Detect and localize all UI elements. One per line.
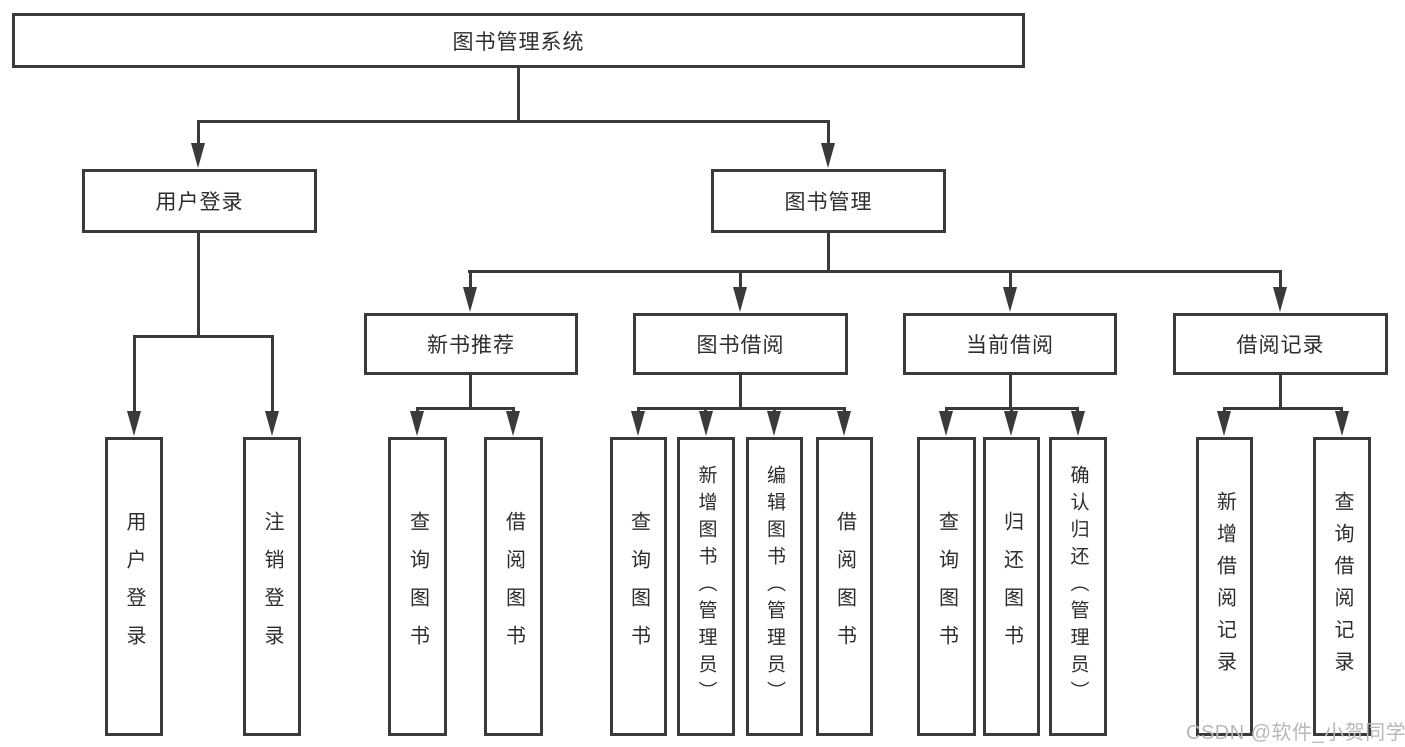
csdn-watermark: CSDN @软件_小贺同学	[1186, 722, 1405, 744]
arrowhead-icon	[821, 143, 835, 168]
connector-level2-rail	[197, 120, 830, 123]
leaf-return-book: 归还图书	[983, 437, 1040, 736]
node-book-management-label: 图书管理	[784, 191, 873, 214]
arrowhead-icon	[191, 143, 205, 168]
arrowhead-icon	[699, 411, 713, 436]
leaf-edit-book-admin: 编辑图书（管理员）	[746, 437, 803, 736]
leaf-edit-book-admin-label: 编辑图书（管理员）	[764, 465, 785, 708]
leaf-add-borrow-record: 新增借阅记录	[1196, 437, 1253, 736]
leaf-rec-borrow-book-label: 借阅图书	[502, 510, 525, 663]
connector-stem	[1009, 373, 1012, 409]
arrowhead-icon	[733, 287, 747, 312]
connector-user-login-drop	[197, 120, 200, 150]
connector-drop	[469, 270, 472, 290]
arrowhead-icon	[265, 411, 279, 436]
connector-stem	[1279, 373, 1282, 409]
arrowhead-icon	[1335, 411, 1349, 436]
leaf-rec-query-book: 查询图书	[388, 437, 447, 736]
arrowhead-icon	[1071, 411, 1085, 436]
connector-drop	[739, 270, 742, 290]
leaf-rec-borrow-book: 借阅图书	[484, 437, 543, 736]
leaf-current-query-book-label: 查询图书	[935, 510, 958, 663]
arrowhead-icon	[939, 411, 953, 436]
arrowhead-icon	[1004, 411, 1018, 436]
arrowhead-icon	[506, 411, 520, 436]
leaf-query-borrow-record: 查询借阅记录	[1313, 437, 1371, 736]
leaf-query-borrow-record-label: 查询借阅记录	[1331, 490, 1353, 683]
connector-book-mgmt-stem	[827, 231, 830, 273]
node-book-borrow: 图书借阅	[633, 313, 848, 375]
arrowhead-icon	[463, 287, 477, 312]
node-library-system-label: 图书管理系统	[452, 30, 585, 54]
leaf-add-borrow-record-label: 新增借阅记录	[1213, 490, 1236, 683]
leaf-borrow-book: 借阅图书	[816, 437, 873, 736]
leaf-user-login: 用户登录	[105, 437, 163, 736]
arrowhead-icon	[410, 411, 424, 436]
leaf-logout: 注销登录	[243, 437, 301, 736]
leaf-add-book-admin-label: 新增图书（管理员）	[695, 465, 717, 708]
node-new-book-recommend-label: 新书推荐	[427, 334, 515, 357]
connector-drop	[1279, 270, 1282, 290]
connector-drop	[271, 335, 274, 415]
node-current-borrow: 当前借阅	[903, 313, 1117, 375]
node-book-borrow-label: 图书借阅	[696, 334, 785, 357]
arrowhead-icon	[1003, 287, 1017, 312]
leaf-borrow-book-label: 借阅图书	[833, 510, 856, 663]
node-current-borrow-label: 当前借阅	[966, 334, 1054, 357]
connector-stem	[739, 373, 742, 409]
connector-user-login-stem	[197, 231, 200, 337]
arrowhead-icon	[837, 411, 851, 436]
leaf-logout-label: 注销登录	[261, 510, 283, 663]
arrowhead-icon	[767, 411, 781, 436]
connector-rail	[416, 407, 515, 410]
leaf-current-query-book: 查询图书	[917, 437, 976, 736]
leaf-add-book-admin: 新增图书（管理员）	[677, 437, 735, 736]
node-user-login-label: 用户登录	[155, 191, 244, 214]
connector-book-mgmt-drop	[827, 120, 830, 150]
arrowhead-icon	[127, 411, 141, 436]
connector-rail	[1223, 407, 1343, 410]
connector-drop	[1009, 270, 1012, 290]
leaf-user-login-label: 用户登录	[123, 510, 145, 663]
arrowhead-icon	[631, 411, 645, 436]
arrowhead-icon	[1217, 411, 1231, 436]
connector-user-login-rail	[133, 335, 273, 338]
leaf-return-book-label: 归还图书	[1000, 510, 1023, 663]
leaf-confirm-return-admin-label: 确认归还（管理员）	[1067, 465, 1089, 708]
node-borrow-records: 借阅记录	[1173, 313, 1388, 375]
node-new-book-recommend: 新书推荐	[364, 313, 578, 375]
leaf-rec-query-book-label: 查询图书	[406, 510, 429, 663]
leaf-borrow-query-book: 查询图书	[610, 437, 667, 736]
arrowhead-icon	[1273, 287, 1287, 312]
leaf-borrow-query-book-label: 查询图书	[627, 510, 650, 663]
connector-level3-rail	[468, 270, 1282, 273]
node-user-login: 用户登录	[82, 169, 317, 233]
connector-stem	[469, 373, 472, 409]
connector-drop	[133, 335, 136, 415]
connector-rail	[637, 407, 846, 410]
connector-root-stem	[517, 66, 520, 121]
node-book-management: 图书管理	[711, 169, 946, 233]
node-borrow-records-label: 借阅记录	[1236, 334, 1325, 357]
node-library-system: 图书管理系统	[12, 13, 1025, 68]
leaf-confirm-return-admin: 确认归还（管理员）	[1049, 437, 1107, 736]
